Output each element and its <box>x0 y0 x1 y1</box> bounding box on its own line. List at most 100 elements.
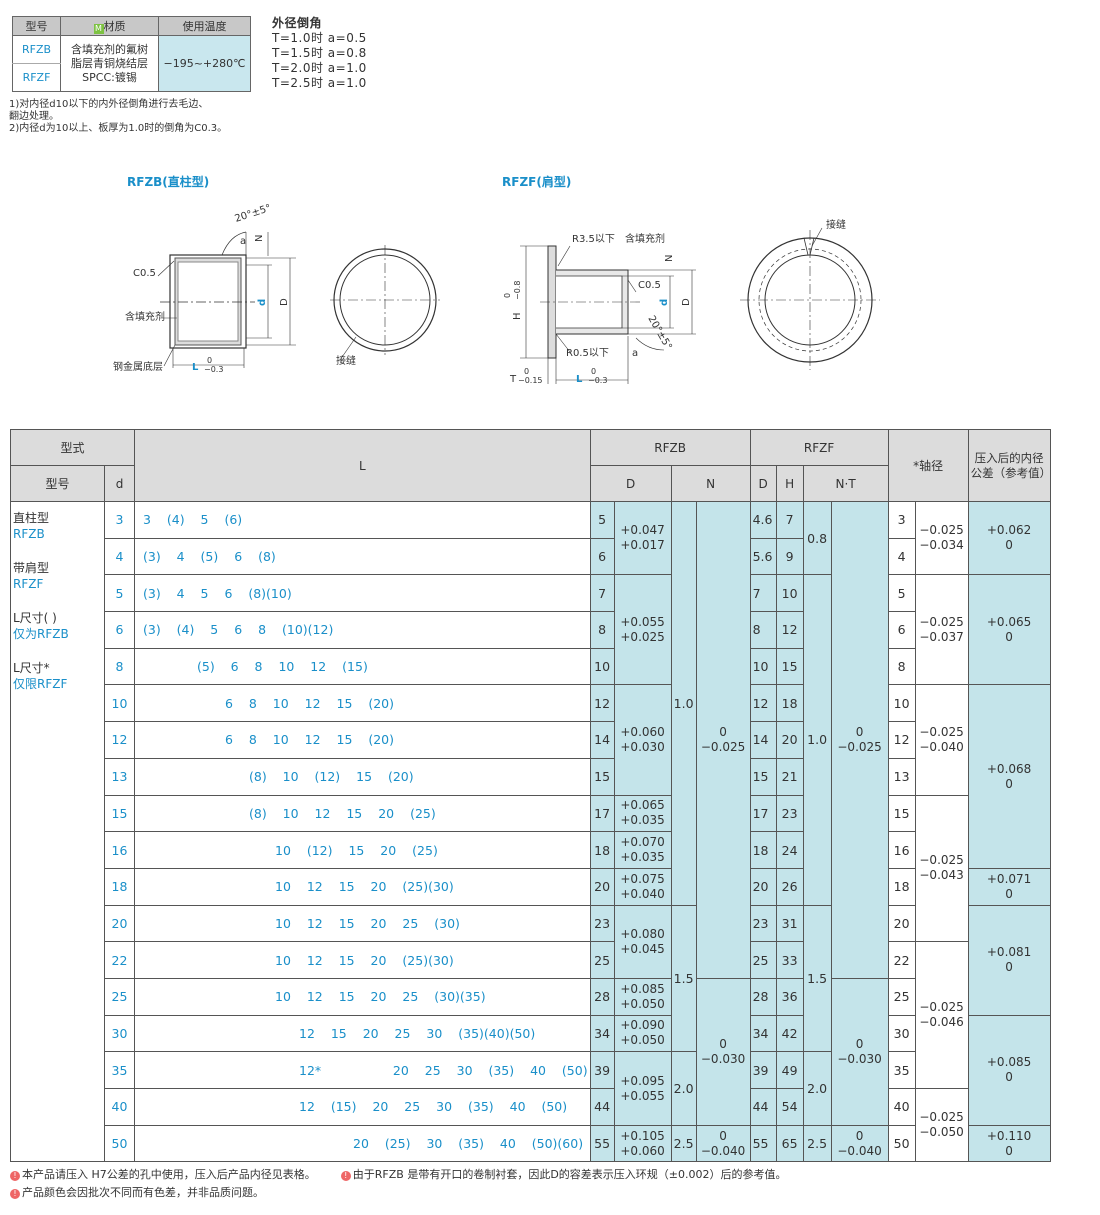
th-N: N <box>670 465 751 502</box>
tol-line: 0 <box>719 724 727 739</box>
l-values: 10 12 15 20 (25)(30) <box>134 941 591 979</box>
d-value: 20 <box>104 904 135 943</box>
rfzf-D: 17 <box>749 794 777 833</box>
l-values: 10 12 15 20 (25)(30) <box>134 867 591 906</box>
tol-line: +0.071 <box>986 871 1032 886</box>
tol-line: +0.085 <box>986 1055 1032 1070</box>
rfzb-N: 1.5 <box>670 904 697 1053</box>
svg-text:20°±5°: 20°±5° <box>645 314 673 352</box>
tol-line: +0.105 <box>620 1128 665 1143</box>
type-label: 仅限RFZF <box>13 677 68 691</box>
rfzf-H: 54 <box>775 1088 804 1126</box>
th-D-rfzf: D <box>749 465 777 502</box>
th-temp: 使用温度 <box>158 16 251 36</box>
rfzf-H: 23 <box>775 794 804 833</box>
rfzb-D: 18 <box>589 831 615 869</box>
d-value: 5 <box>104 574 135 613</box>
l-text: 10 12 15 20 (25)(30) <box>275 952 454 968</box>
tol-line: +0.035 <box>620 813 665 828</box>
rfzb-D: 7 <box>589 574 615 613</box>
rfzb-N-tol: 0−0.040 <box>695 1124 751 1163</box>
l-values: (5) 6 8 10 12 (15) <box>134 647 591 686</box>
rfzf-H: 65 <box>775 1124 804 1163</box>
tol-line: +0.030 <box>620 739 665 754</box>
tol-line: +0.095 <box>620 1073 665 1088</box>
rfzf-D: 34 <box>749 1014 777 1053</box>
th-type: 型式 <box>10 429 135 466</box>
rfzb-D: 14 <box>589 721 615 759</box>
chamfer-title: 外径倒角 <box>272 16 323 30</box>
rfzb-N: 2.0 <box>670 1051 697 1126</box>
l-values: 6 8 10 12 15 (20) <box>134 721 591 759</box>
rfzf-NT-tol: 0−0.025 <box>830 501 889 979</box>
type-label: L尺寸( ) <box>13 611 57 625</box>
svg-text:0: 0 <box>591 367 596 376</box>
tol-line: +0.065 <box>986 614 1032 629</box>
chamfer-line: T=2.5时 a=1.0 <box>272 76 367 90</box>
tol-line: −0.025 <box>919 614 964 629</box>
th-shaft: *轴径 <box>887 429 969 502</box>
l-text: 10 12 15 20 25 (30)(35) <box>275 989 486 1005</box>
rfzf-D: 28 <box>749 977 777 1016</box>
d-value: 8 <box>104 647 135 686</box>
shaft-value: 15 <box>887 794 916 833</box>
l-text: 10 12 15 20 25 (30) <box>275 915 460 931</box>
rfzb-angle: 20°±5° <box>234 203 273 225</box>
th-rfzf: RFZF <box>749 429 889 466</box>
rfzb-seam: 接缝 <box>336 354 356 367</box>
l-text: (3) (4) 5 6 8 (10)(12) <box>143 622 334 638</box>
shaft-value: 18 <box>887 867 916 906</box>
svg-text:0: 0 <box>207 356 212 365</box>
l-values: 10 12 15 20 25 (30)(35) <box>134 977 591 1016</box>
rfzb-D: 17 <box>589 794 615 833</box>
rfzf-D: 55 <box>749 1124 777 1163</box>
temp-cell: −195~+280℃ <box>158 35 251 92</box>
rfzf-NT: 1.0 <box>802 574 832 906</box>
shaft-value: 30 <box>887 1014 916 1053</box>
svg-text:钢金属底层: 钢金属底层 <box>113 360 163 373</box>
l-text: 6 8 10 12 15 (20) <box>225 732 395 748</box>
rfzb-D: 8 <box>589 611 615 649</box>
rfzb-D: 6 <box>589 537 615 576</box>
shaft-value: 5 <box>887 574 916 613</box>
type-label: RFZB <box>13 527 45 541</box>
d-value: 10 <box>104 684 135 723</box>
th-D-rfzb: D <box>589 465 672 502</box>
tol-line: 0 <box>855 724 864 739</box>
tol-line: +0.040 <box>620 886 665 901</box>
rfzb-D: 10 <box>589 647 615 686</box>
rfzf-NT: 0.8 <box>802 500 832 576</box>
rfzf-H: 26 <box>775 867 804 906</box>
rfzb-D: 12 <box>589 684 615 723</box>
rfzf-H: 21 <box>775 757 804 796</box>
rfzb-D-tol: +0.105+0.060 <box>613 1124 672 1163</box>
svg-text:R0.5以下: R0.5以下 <box>566 348 609 359</box>
shaft-value: 25 <box>887 977 916 1016</box>
rfzb-D-tol: +0.070+0.035 <box>613 831 672 869</box>
tol-line: 0 <box>719 1128 727 1143</box>
tol-line: −0.025 <box>919 1110 964 1125</box>
l-values: 12 15 20 25 30 (35)(40)(50) <box>134 1014 591 1053</box>
rfzb-D: 20 <box>589 867 615 906</box>
svg-text:含填充剂: 含填充剂 <box>125 310 165 323</box>
rfzf-ring-view <box>740 227 880 370</box>
rfzf-H: 9 <box>775 537 804 576</box>
rfzb-D: 28 <box>589 977 615 1016</box>
shaft-value: 20 <box>887 904 916 943</box>
l-values: 10 (12) 15 20 (25) <box>134 831 591 869</box>
chamfer-info: 外径倒角 T=1.0时 a=0.5 T=1.5时 a=0.8 T=2.0时 a=… <box>272 16 367 91</box>
d-value: 4 <box>104 537 135 576</box>
shaft-value: 13 <box>887 757 916 796</box>
rfzf-H: 10 <box>775 574 804 613</box>
rfzf-D: 44 <box>749 1088 777 1126</box>
